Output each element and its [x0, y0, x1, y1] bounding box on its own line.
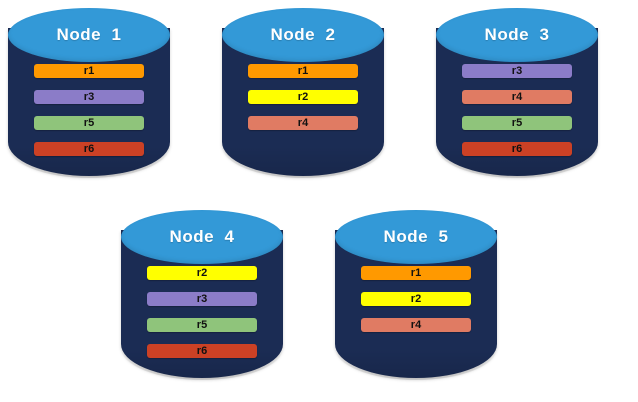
database-node[interactable]: Node 3 r3 r4 r5 r6: [428, 6, 606, 192]
database-node[interactable]: Node 4 r2 r3 r5 r6: [113, 208, 291, 394]
replica-bar[interactable]: r4: [462, 90, 572, 104]
database-node[interactable]: Node 1 r1 r3 r5 r6: [0, 6, 178, 192]
replica-bar[interactable]: r2: [248, 90, 358, 104]
cylinder-top-ellipse-icon: [121, 210, 283, 264]
node-label: Node 5: [383, 227, 449, 246]
node-label: Node 3: [484, 25, 550, 44]
replica-bar[interactable]: r6: [34, 142, 144, 156]
replica-list: r1 r2 r4: [361, 266, 471, 332]
replica-bar[interactable]: r6: [462, 142, 572, 156]
database-node[interactable]: Node 2 r1 r2 r4: [214, 6, 392, 192]
node-label: Node 1: [56, 25, 122, 44]
replica-bar[interactable]: r5: [462, 116, 572, 130]
replica-bar[interactable]: r5: [34, 116, 144, 130]
cylinder-top-ellipse-icon: [436, 8, 598, 62]
replica-bar[interactable]: r3: [34, 90, 144, 104]
replica-bar[interactable]: r1: [361, 266, 471, 280]
node-label: Node 2: [270, 25, 336, 44]
node-label: Node 4: [169, 227, 235, 246]
replica-list: r2 r3 r5 r6: [147, 266, 257, 358]
replica-bar[interactable]: r4: [248, 116, 358, 130]
replica-bar[interactable]: r1: [248, 64, 358, 78]
cylinder-top-ellipse-icon: [222, 8, 384, 62]
replica-bar[interactable]: r1: [34, 64, 144, 78]
replica-bar[interactable]: r5: [147, 318, 257, 332]
replica-list: r1 r2 r4: [248, 64, 358, 130]
database-node[interactable]: Node 5 r1 r2 r4: [327, 208, 505, 394]
replica-bar[interactable]: r4: [361, 318, 471, 332]
replica-bar[interactable]: r2: [147, 266, 257, 280]
replica-bar[interactable]: r3: [147, 292, 257, 306]
replica-bar[interactable]: r3: [462, 64, 572, 78]
cylinder-top-ellipse-icon: [335, 210, 497, 264]
node-row-top: Node 1 r1 r3 r5 r6 Node 2 r1 r2 r4 Node 3 r3 r4 r5 r6: [0, 6, 638, 192]
cylinder-top-ellipse-icon: [8, 8, 170, 62]
replica-bar[interactable]: r6: [147, 344, 257, 358]
replica-bar[interactable]: r2: [361, 292, 471, 306]
replica-list: r1 r3 r5 r6: [34, 64, 144, 156]
node-row-bottom: Node 4 r2 r3 r5 r6 Node 5 r1 r2 r4: [113, 208, 533, 394]
replica-list: r3 r4 r5 r6: [462, 64, 572, 156]
